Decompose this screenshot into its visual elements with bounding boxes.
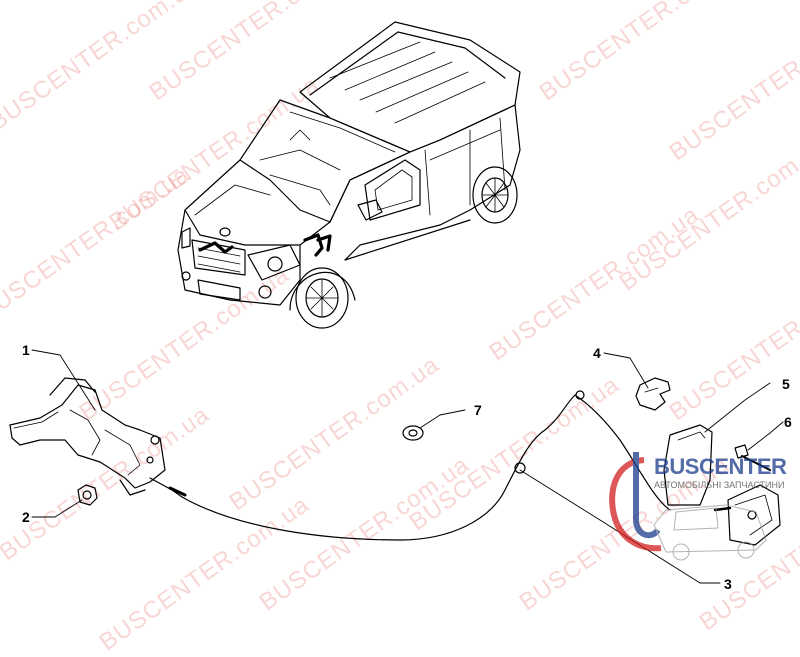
callout-5: 5 (782, 376, 790, 392)
line-art (9, 21, 784, 584)
part-7-grommet (402, 425, 424, 441)
hood-latch (713, 484, 781, 546)
logo-subtitle: АВТОМОБІЛЬНІ ЗАПЧАСТИНИ (654, 480, 785, 490)
callout-4: 4 (593, 345, 601, 361)
part-1-release-lever (9, 377, 166, 496)
part-2-nut (77, 484, 98, 506)
logo-title: BUSCENTER (654, 454, 787, 479)
callout-7: 7 (474, 402, 482, 418)
van-illustration (177, 21, 521, 329)
buscenter-logo: BUSCENTER АВТОМОБІЛЬНІ ЗАПЧАСТИНИ (606, 440, 787, 590)
callout-1: 1 (22, 342, 30, 358)
part-6-bolt (734, 444, 771, 471)
callout-2: 2 (22, 509, 30, 525)
part-3-cable (149, 390, 671, 541)
leader-lines (31, 349, 784, 584)
callout-6: 6 (784, 414, 792, 430)
part-5-latch-cover (663, 424, 713, 506)
callout-3: 3 (724, 576, 732, 592)
part-4-clip (635, 377, 671, 411)
